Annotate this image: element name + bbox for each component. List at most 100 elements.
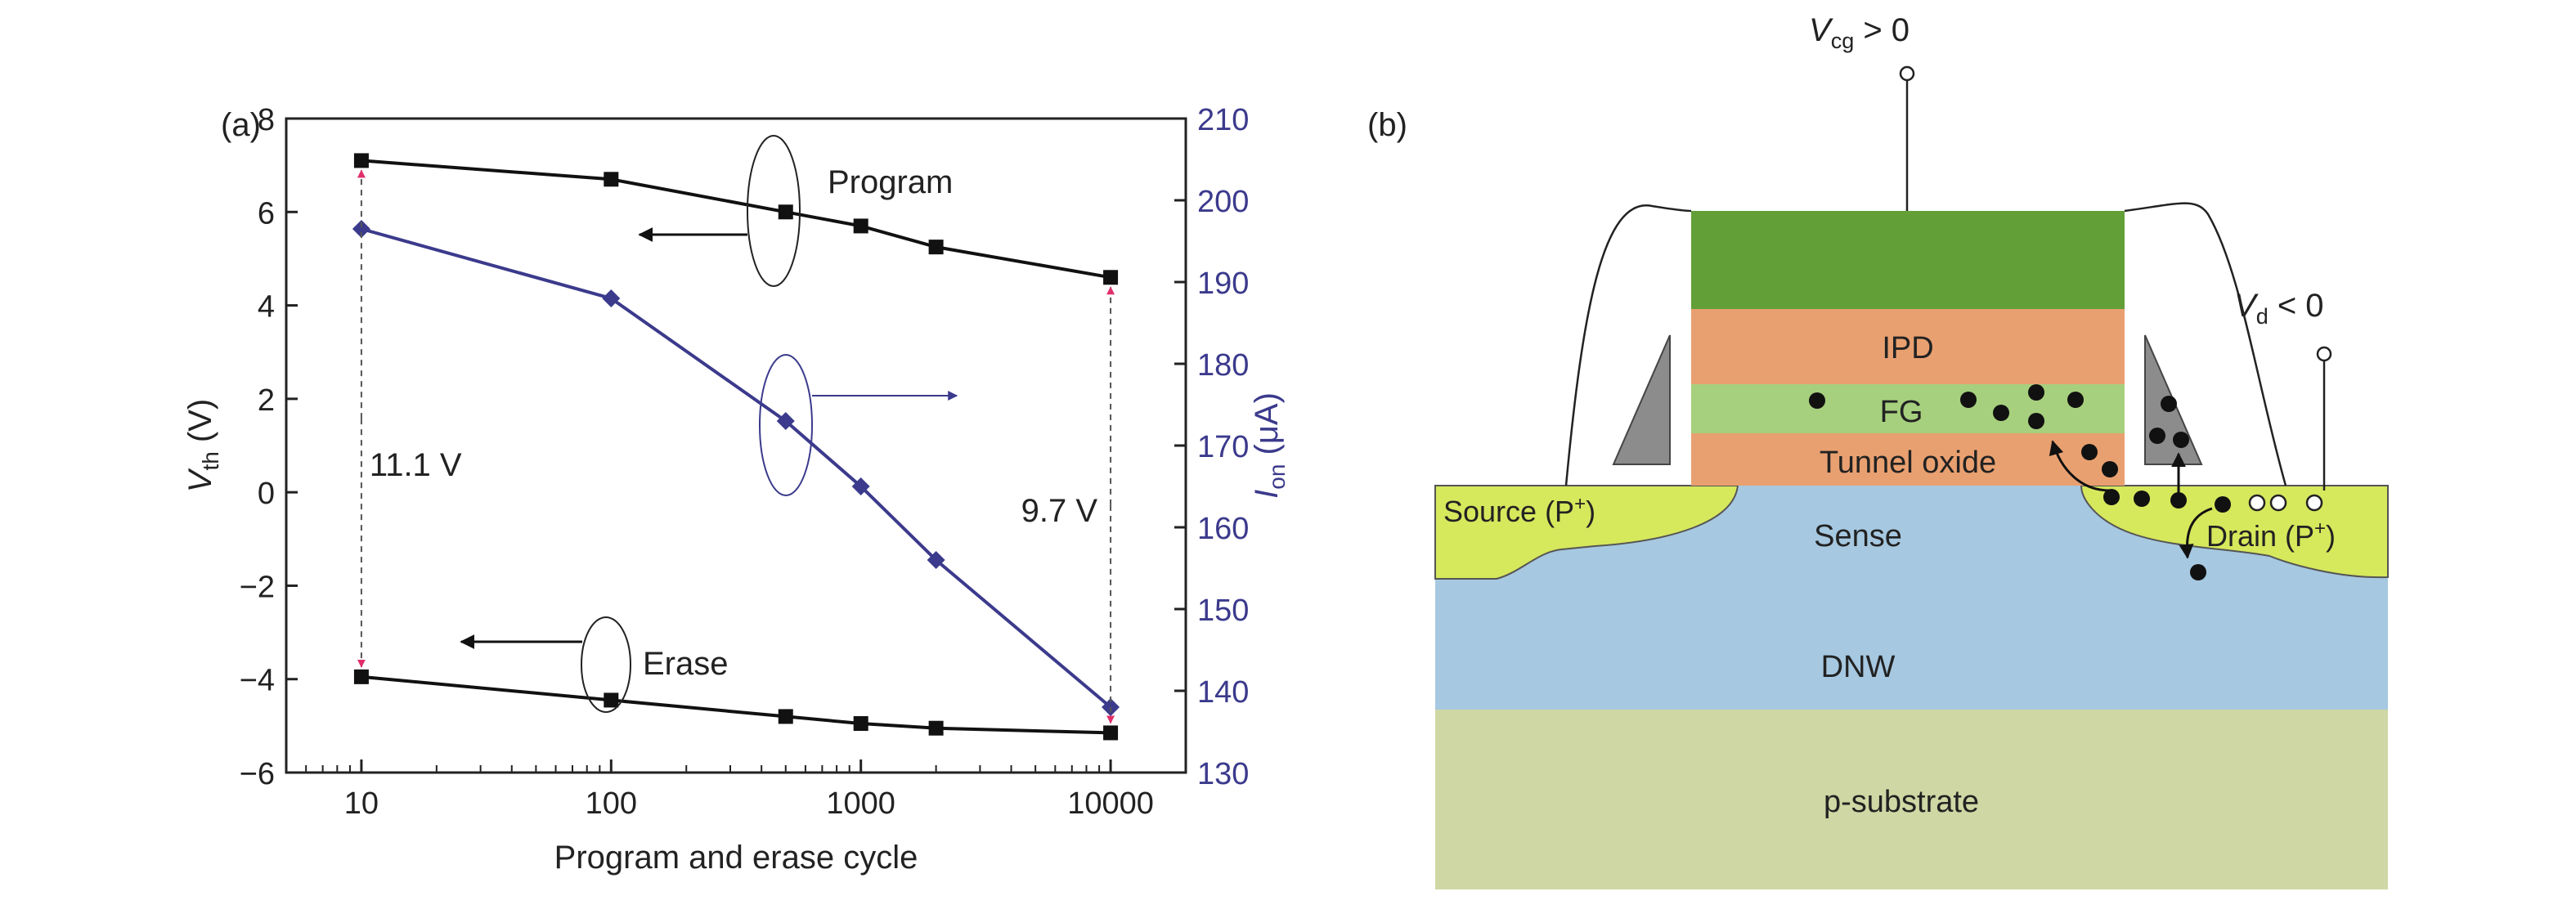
source-region (1434, 485, 1739, 580)
x-tick-label: 1000 (826, 786, 895, 821)
ipd-layer (1691, 309, 2125, 384)
ylabel-left-tail: (V) (182, 399, 218, 451)
series-line-0 (361, 159, 1111, 280)
x-axis: 10 100 1000 10000 (285, 759, 1187, 821)
window-label: 9.7 V (1021, 493, 1098, 529)
y-right-tick-label: 200 (1197, 185, 1249, 219)
data-point-square (604, 692, 619, 708)
y-left-tick-label: −6 (240, 757, 275, 791)
panel-b-label: (b) (1367, 107, 1407, 143)
ylabel-right-tail: (μA) (1249, 392, 1285, 464)
y-right-tick-label: 150 (1197, 594, 1249, 628)
left-spacer-outline (1564, 204, 1692, 486)
y-left-tick-label: −2 (240, 570, 275, 604)
electron (2190, 564, 2206, 580)
drain-label-text: Drain (P (2206, 519, 2314, 553)
program-series-label: Program (828, 164, 953, 200)
x-tick-label: 10 (344, 786, 379, 821)
vd-label: Vd < 0 (2234, 288, 2324, 329)
source-label: Source (P+) (1443, 493, 1595, 528)
data-point-diamond (602, 289, 621, 307)
erase-group-ellipse (581, 616, 631, 713)
data-point-square (604, 172, 619, 187)
p-substrate-region (1435, 710, 2388, 889)
injection-arrow (2049, 440, 2111, 492)
data-point-square (928, 240, 944, 255)
source-plus: + (1574, 493, 1586, 515)
data-point-square (353, 669, 369, 684)
source-close: ) (1586, 495, 1595, 528)
hole (2269, 494, 2287, 512)
data-point-square (853, 218, 868, 234)
electron (2103, 489, 2120, 505)
y-right-tick-label: 130 (1197, 757, 1249, 791)
electron (2102, 461, 2118, 477)
window-annotations: 11.1 V 9.7 V (357, 169, 1115, 724)
program-group-ellipse (747, 135, 801, 287)
floating-gate (1691, 384, 2125, 433)
right-spacer-outline (2124, 202, 2287, 486)
data-point-square (778, 709, 793, 724)
ion-group-ellipse (759, 354, 813, 496)
electron (1960, 392, 1977, 408)
data-point-square (1103, 725, 1119, 741)
ipd-label: IPD (1882, 331, 1933, 365)
data-point-diamond (851, 477, 870, 495)
data-point-diamond (352, 220, 370, 238)
left-spacer (1612, 334, 1671, 465)
series-line-1 (361, 674, 1111, 735)
y-left-tick-label: 0 (258, 477, 275, 511)
panel-b-device-diagram: (b) Vcg > 0 Vd < 0 IPD FG Tunnel (1367, 12, 2389, 889)
x-tick-label: 10000 (1067, 786, 1154, 821)
vd-main: V (2234, 288, 2259, 324)
dnw-label: DNW (1821, 650, 1896, 684)
ylabel-right-sub: on (1264, 464, 1290, 490)
electron (2081, 444, 2098, 460)
y-left-tick-label: 4 (258, 290, 275, 325)
ylabel-left-sub: th (198, 451, 223, 470)
data-point-square (353, 153, 369, 168)
data-point-diamond (776, 412, 795, 430)
y-right-tick-label: 180 (1197, 348, 1249, 383)
y-right-tick-label: 160 (1197, 512, 1249, 546)
window-label: 11.1 V (370, 447, 462, 483)
impact-arrow (2179, 507, 2213, 559)
y-right-tick-label: 210 (1197, 103, 1249, 137)
drain-terminal (2316, 346, 2332, 362)
electron (2173, 432, 2189, 448)
control-gate-terminal (1899, 65, 1915, 82)
x-tick-label: 100 (586, 786, 637, 821)
y-right-tick-label: 140 (1197, 675, 1249, 710)
drain-label: Drain (P+) (2206, 517, 2336, 553)
electron (2215, 496, 2231, 513)
electron (2134, 491, 2150, 507)
vd-tail: < 0 (2269, 288, 2324, 324)
vcg-main: V (1809, 12, 1833, 48)
carrier-arrows (2049, 440, 2213, 559)
electron (2028, 413, 2044, 429)
electron (2149, 428, 2165, 444)
y-axis-right-label: Ion (μA) (1249, 392, 1290, 499)
series-line-2 (361, 227, 1112, 709)
tunnel-oxide-label: Tunnel oxide (1820, 446, 1996, 480)
panel-a-label: (a) (221, 107, 261, 143)
y-left-tick-label: 2 (258, 383, 275, 418)
p-substrate-label: p-substrate (1824, 785, 1979, 819)
fg-label: FG (1880, 395, 1923, 429)
ylabel-right-main: I (1249, 490, 1285, 499)
y-left-tick-label: 8 (258, 103, 275, 137)
erase-series-label: Erase (643, 646, 729, 682)
holes (2248, 494, 2323, 512)
source-label-text: Source (P (1443, 495, 1574, 528)
y-right-tick-label: 190 (1197, 267, 1249, 301)
control-gate (1691, 211, 2125, 309)
data-point-square (1103, 270, 1119, 285)
electron (2161, 396, 2177, 412)
hole (2305, 494, 2323, 512)
electron (2028, 384, 2044, 401)
series-layer (352, 153, 1120, 741)
